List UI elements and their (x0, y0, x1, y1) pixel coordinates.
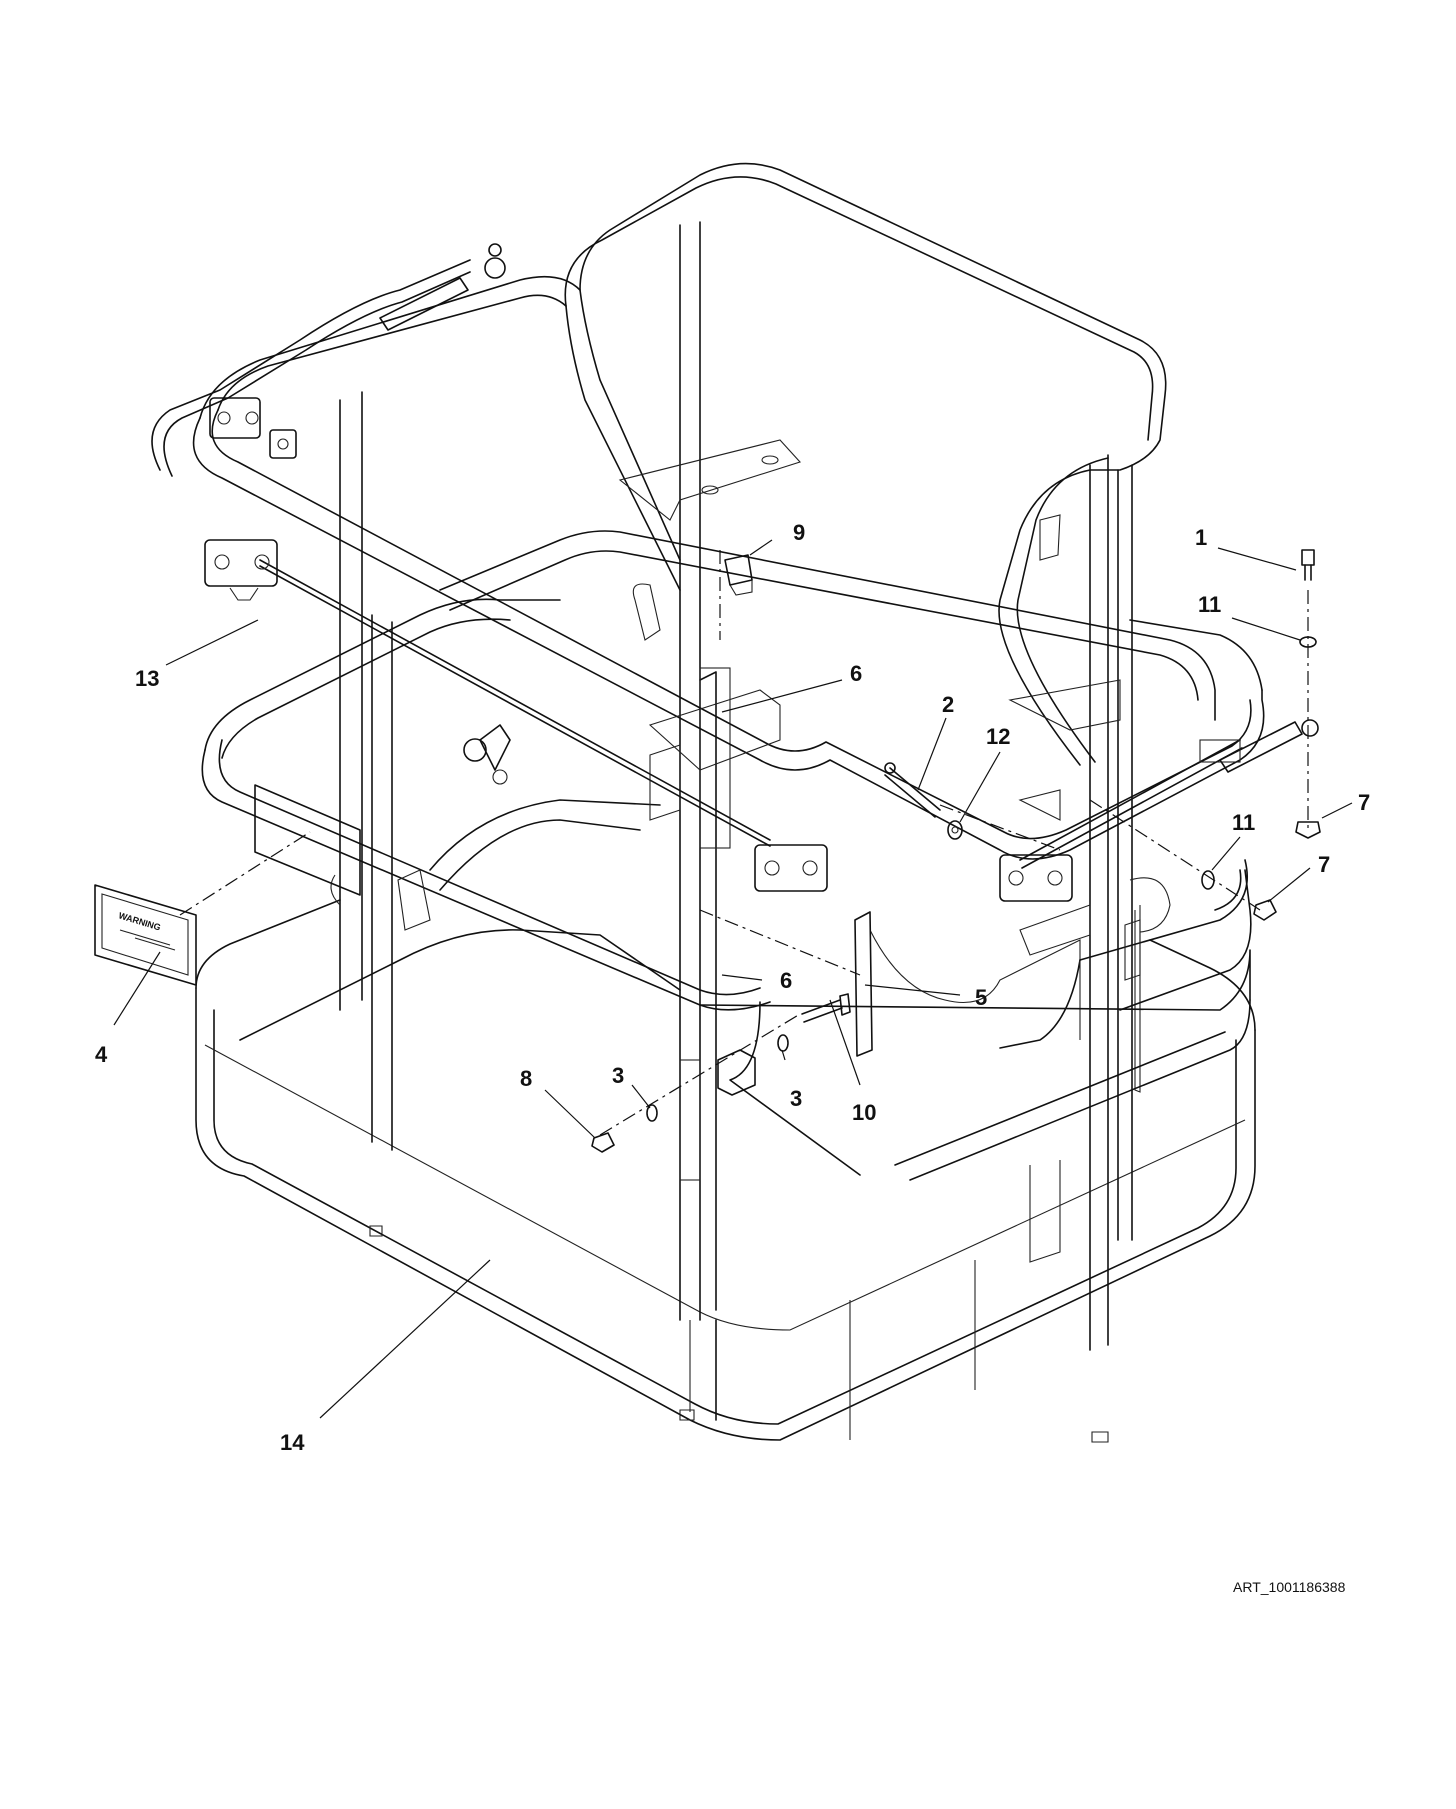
callout-11-upper: 11 (1198, 592, 1221, 617)
washer-3-right (777, 1034, 789, 1052)
cable-knob (463, 724, 511, 785)
callout-7-lower: 7 (1318, 852, 1330, 877)
plate-5 (854, 911, 873, 1057)
cable-clamp-left-lower (204, 539, 278, 601)
nut-7-lower (1253, 899, 1277, 921)
art-code: ART_1001186388 (1233, 1579, 1346, 1595)
nut-7-upper (1295, 821, 1321, 839)
center-front-post (679, 221, 731, 1421)
mounting-brackets (330, 439, 1171, 981)
end-cap (724, 554, 753, 596)
callout-4: 4 (95, 1042, 108, 1067)
mid-rail (439, 530, 1249, 961)
washer-12 (947, 820, 963, 840)
warning-decal-text: WARNING (117, 910, 162, 932)
callout-8: 8 (520, 1066, 532, 1091)
leader-lines (113, 539, 1353, 1419)
bolt-10 (801, 993, 851, 1023)
callout-14: 14 (280, 1430, 305, 1455)
cable-clamp-left-upper (209, 397, 297, 459)
callout-13: 13 (135, 666, 159, 691)
cable-clamp-center (754, 844, 828, 892)
top-rail (192, 275, 1265, 860)
callout-7-upper: 7 (1358, 790, 1370, 815)
tether-cable (151, 259, 1243, 869)
warning-decal: WARNING (94, 884, 197, 986)
callout-3-right: 3 (790, 1086, 802, 1111)
bolt-1 (1301, 549, 1315, 581)
callout-5: 5 (975, 985, 987, 1010)
basket-floor (195, 899, 1256, 1443)
turnbuckle-upper (379, 243, 506, 331)
nut-8 (591, 1132, 615, 1153)
callout-9: 9 (793, 520, 805, 545)
callout-2: 2 (942, 692, 954, 717)
decal-mount-panel (254, 784, 361, 896)
washer-3-left (646, 1104, 658, 1122)
callout-6-lower: 6 (780, 968, 792, 993)
bolt-2 (884, 762, 941, 818)
callout-1: 1 (1195, 525, 1207, 550)
callout-3-left: 3 (612, 1063, 624, 1088)
right-posts (1029, 454, 1141, 1351)
lower-guardrail (201, 598, 1252, 1181)
rear-mast-frame (564, 162, 1167, 766)
turnbuckle-right (1199, 719, 1319, 773)
left-rear-post (339, 391, 393, 1151)
callouts: 1 11 7 11 7 2 12 9 6 6 5 10 3 3 8 13 4 1… (95, 520, 1370, 1455)
basket-inner-floor (239, 799, 1081, 1049)
callout-6-upper: 6 (850, 661, 862, 686)
callout-11-lower: 11 (1232, 810, 1255, 835)
callout-10: 10 (852, 1100, 876, 1125)
spacer-block (717, 1049, 756, 1096)
callout-12: 12 (986, 724, 1010, 749)
alignment-lines (179, 550, 1309, 1136)
cable-clamp-right (999, 854, 1073, 902)
